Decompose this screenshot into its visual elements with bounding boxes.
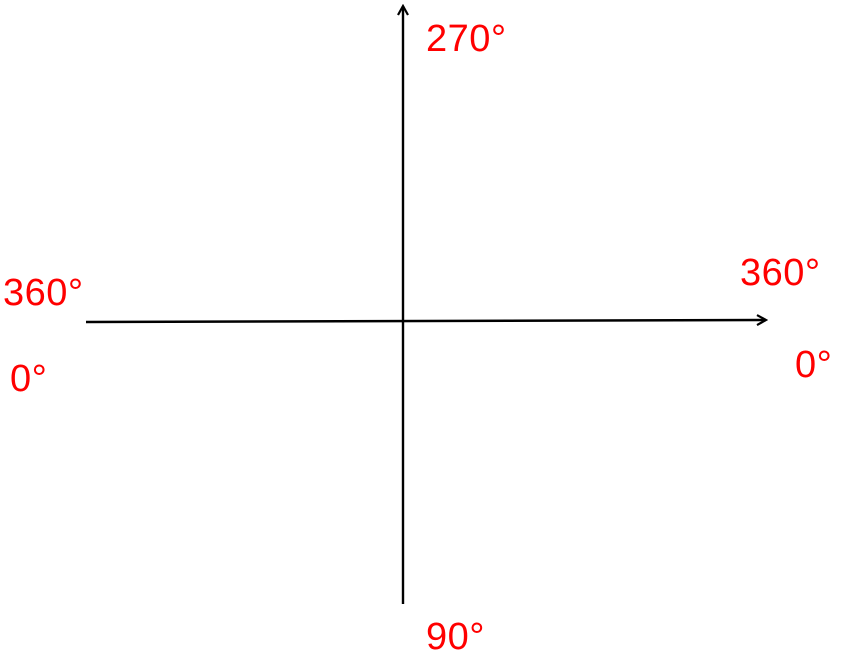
label-left-0: 0° <box>10 358 48 400</box>
label-right-360: 360° <box>740 252 821 294</box>
horizontal-axis <box>85 320 766 322</box>
label-top-270: 270° <box>426 18 507 60</box>
label-right-0: 0° <box>795 344 833 386</box>
label-left-360: 360° <box>3 272 84 314</box>
label-bottom-90: 90° <box>426 616 485 658</box>
